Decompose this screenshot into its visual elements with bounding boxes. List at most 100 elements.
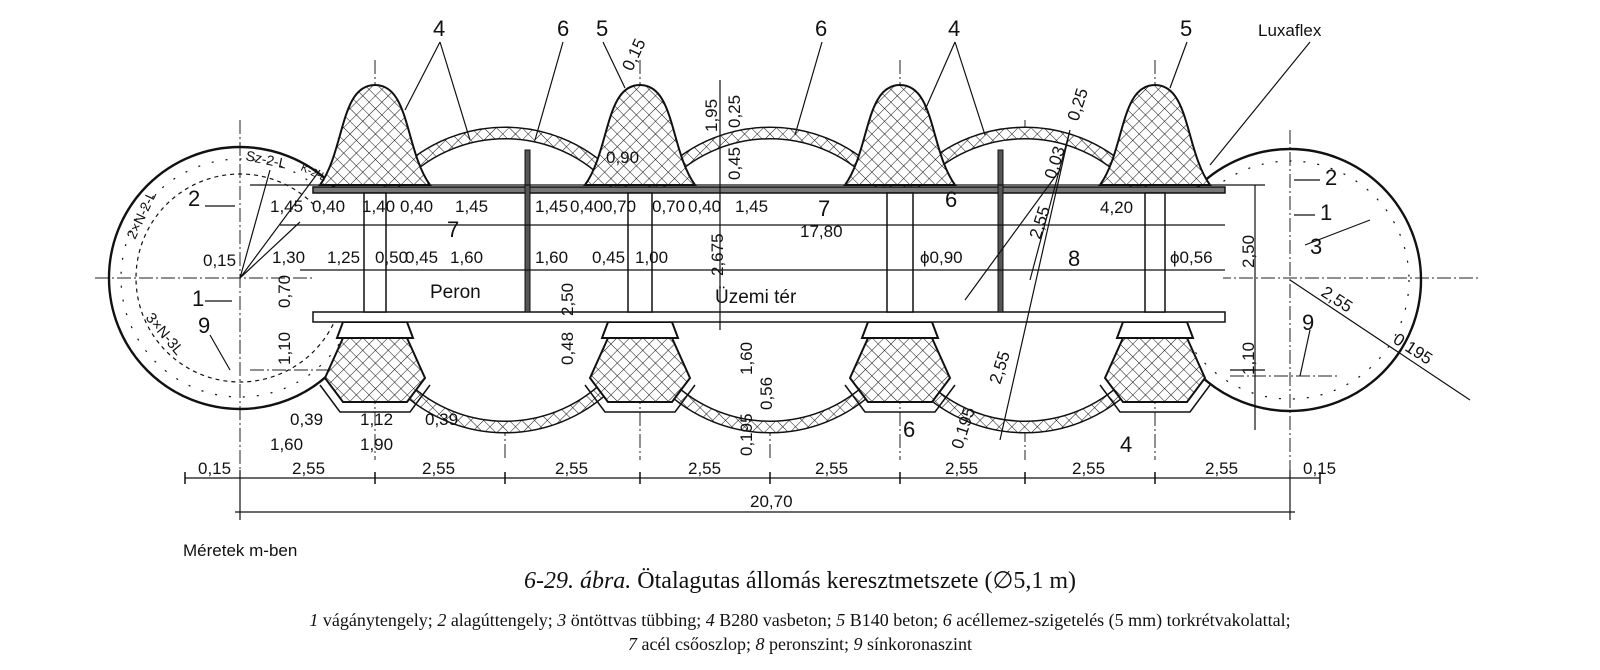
legend-number: 8 [755, 634, 765, 654]
legend-text: sínkoronaszint [866, 634, 972, 654]
units-note: Méretek m-ben [183, 541, 297, 560]
callout-3: 3 [1310, 234, 1322, 259]
legend-number: 2 [437, 610, 447, 630]
dimension: 1,60 [270, 435, 303, 454]
figure-number: 6-29. ábra. [523, 568, 632, 594]
figure-legend: 1 vágánytengely; 2 alagúttengely; 3 öntö… [0, 608, 1600, 656]
dimension: 2,50 [1239, 235, 1258, 268]
dimension: 2,50 [558, 283, 577, 316]
callout-1: 1 [192, 286, 204, 311]
dimension: 0,70 [603, 197, 636, 216]
dimension: 1,45 [535, 197, 568, 216]
segment-label: Sz-2-L [244, 147, 288, 171]
partition-walls [524, 149, 1004, 313]
upper-concrete-blocks [318, 83, 1212, 186]
callout-1: 1 [1320, 200, 1332, 225]
dimension: 1,45 [735, 197, 768, 216]
legend-text: B280 vasbeton; [719, 610, 832, 630]
dimension: 0,40 [400, 197, 433, 216]
dimension: ϕ0,56 [1170, 248, 1213, 267]
total-width-dimension: 20,70 [750, 492, 793, 511]
dimension: 0,40 [570, 197, 603, 216]
figure-title: Ötalagutas állomás keresztmetszete (∅5,1… [637, 568, 1077, 594]
callout-7: 7 [447, 217, 459, 242]
dimension: 0,45 [592, 248, 625, 267]
dimension: 2,55 [688, 459, 721, 478]
legend-text: B140 beton; [849, 610, 939, 630]
dimension: ϕ0,90 [920, 248, 963, 267]
callout-6: 6 [557, 16, 569, 41]
callout-4: 4 [948, 16, 960, 41]
callout-9: 9 [198, 313, 210, 338]
dimension: 0,25 [725, 95, 744, 128]
callout-8: 8 [1068, 246, 1080, 271]
dimension: 1,60 [737, 342, 756, 375]
segment-label: 2×N-2-L [123, 188, 159, 241]
callout-2: 2 [188, 186, 200, 211]
leader-lines [185, 41, 1471, 520]
dimension: 0,50 [375, 248, 408, 267]
luxaflex-label: Luxaflex [1258, 21, 1322, 40]
dimension: 0,25 [1064, 86, 1092, 123]
dimension: 0,70 [275, 275, 294, 308]
dimension: 0,15 [198, 459, 231, 478]
dimension: 1,60 [450, 248, 483, 267]
dimension: 0,15 [203, 251, 236, 270]
callout-6: 6 [945, 187, 957, 212]
slabs [312, 186, 1226, 323]
peron-label: Peron [430, 282, 481, 303]
dimension: 0,45 [405, 248, 438, 267]
callout-5: 5 [596, 16, 608, 41]
callout-6: 6 [815, 16, 827, 41]
dimension: 1,10 [275, 332, 294, 365]
dimension: 4,20 [1100, 198, 1133, 217]
callout-4: 4 [433, 16, 445, 41]
legend-text: öntöttvas tübbing; [570, 610, 702, 630]
legend-number: 1 [309, 610, 319, 630]
legend-text: alagúttengely; [450, 610, 553, 630]
dimension: 1,45 [455, 197, 488, 216]
dimension: 0,40 [312, 197, 345, 216]
dimension: 0,15 [1303, 459, 1336, 478]
dimension: 1,10 [1239, 342, 1258, 375]
dimension: 0,15 [618, 36, 649, 74]
dimension: 0,90 [606, 148, 639, 167]
callout-5: 5 [1180, 16, 1192, 41]
dimension: 2,55 [292, 459, 325, 478]
dimension: 0,40 [688, 197, 721, 216]
dimension: 1,90 [360, 435, 393, 454]
dimension: 17,80 [800, 222, 843, 241]
steel-columns [363, 192, 1166, 313]
dimension: 1,60 [535, 248, 568, 267]
bottom-dimension-ticks [184, 472, 1321, 484]
dimension: 2,55 [555, 459, 588, 478]
dimension: 1,00 [635, 248, 668, 267]
legend-number: 4 [705, 610, 715, 630]
dimension: 2,55 [945, 459, 978, 478]
dimension: 0,195 [1390, 329, 1436, 368]
callout-4: 4 [1120, 432, 1132, 457]
dimension: 1,12 [360, 410, 393, 429]
dimension: 0,70 [652, 197, 685, 216]
callout-9: 9 [1302, 310, 1314, 335]
dimension: 0,39 [425, 410, 458, 429]
segment-label: 3×N-3L [142, 310, 187, 359]
legend-number: 6 [942, 610, 952, 630]
dimension: 0,195 [737, 413, 756, 456]
legend-text: acéllemez-szigetelés (5 mm) torkrétvakol… [956, 610, 1291, 630]
legend-text: acél csőoszlop; [641, 634, 751, 654]
callout-6: 6 [903, 417, 915, 442]
dimension: 2,675 [708, 233, 727, 276]
dimension: 2,55 [815, 459, 848, 478]
segment-label: K-2-L [299, 162, 328, 184]
legend-text: vágánytengely; [322, 610, 433, 630]
legend-number: 5 [836, 610, 846, 630]
dimension: 0,48 [558, 332, 577, 365]
dimension: 1,40 [362, 197, 395, 216]
dimension: 1,30 [272, 248, 305, 267]
dimension: 1,95 [702, 99, 721, 132]
dimension: 2,55 [1205, 459, 1238, 478]
dimension: 2,55 [1072, 459, 1105, 478]
legend-number: 9 [853, 634, 863, 654]
callout-7: 7 [818, 196, 830, 221]
